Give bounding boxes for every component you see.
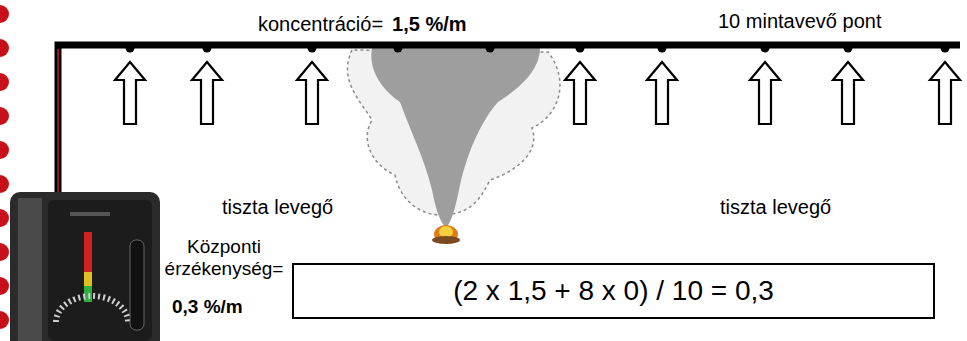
detector-unit [10,192,160,341]
diagram-label: tiszta levegő [720,196,831,219]
diagram-label: tiszta levegő [222,196,333,219]
formula-box: (2 x 1,5 + 8 x 0) / 10 = 0,3 [292,263,935,319]
pipe-core [57,49,59,200]
diagram-label: 0,3 %/m [172,296,243,318]
edge-dots [0,5,9,329]
fire-source [432,225,460,244]
diagram-label: Központi érzékenység= [160,236,288,280]
formula-text: (2 x 1,5 + 8 x 0) / 10 = 0,3 [453,275,774,307]
airflow-arrows [115,62,960,124]
smoke-plume [371,48,540,228]
diagram-label: 10 mintavevő pont [718,10,881,33]
sampling-pipe [58,45,960,200]
diagram-label: koncentráció= [258,13,383,36]
diagram-label: 1,5 %/m [389,13,469,36]
sampling-holes [126,44,950,53]
